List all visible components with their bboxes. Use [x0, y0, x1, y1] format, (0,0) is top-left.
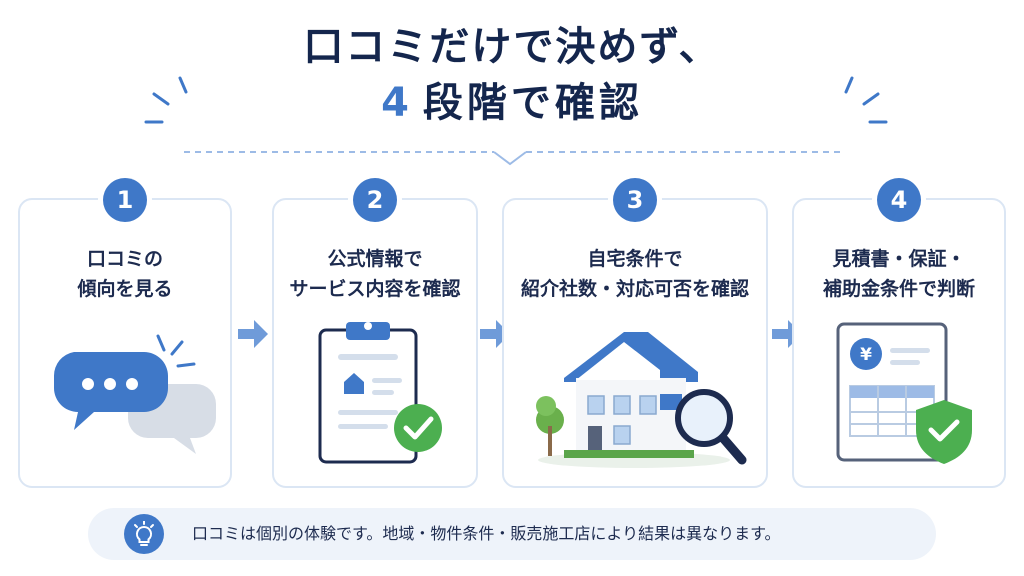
step-card-3: 自宅条件で 紹介社数・対応可否を確認	[502, 198, 768, 488]
step-2-badge: 2	[353, 178, 397, 222]
step-card-1: 口コミの 傾向を見る	[18, 198, 232, 488]
clipboard-check-icon	[318, 322, 442, 464]
burst-lines-right-icon	[844, 76, 888, 124]
disclaimer-text: 口コミは個別の体験です。地域・物件条件・販売施工店により結果は異なります。	[192, 524, 781, 543]
step-2-title-line-2: サービス内容を確認	[289, 278, 461, 301]
step-4-title-line-1: 見積書・保証・	[832, 248, 966, 270]
step-1-title: 口コミの 傾向を見る	[20, 244, 230, 305]
step-1-badge: 1	[103, 178, 147, 222]
step-4-title: 見積書・保証・ 補助金条件で判断	[794, 244, 1004, 305]
arrow-right-icon	[238, 320, 268, 348]
lightbulb-icon-container	[124, 514, 164, 554]
step-3-title-line-1: 自宅条件で	[587, 248, 683, 270]
step-4-badge: 4	[877, 178, 921, 222]
burst-lines-left-icon	[144, 76, 188, 124]
step-1-title-line-2: 傾向を見る	[77, 278, 173, 301]
lightbulb-icon	[134, 521, 154, 546]
step-4-title-line-2: 補助金条件で判断	[822, 278, 975, 301]
title-divider	[184, 151, 844, 166]
svg-text:¥: ¥	[860, 345, 872, 365]
step-2-title: 公式情報で サービス内容を確認	[274, 244, 476, 305]
house-magnifier-icon	[536, 332, 747, 468]
step-3-title: 自宅条件で 紹介社数・対応可否を確認	[504, 244, 766, 305]
step-card-2: 公式情報で サービス内容を確認	[272, 198, 478, 488]
title-line-2-text: 段階で確認	[422, 80, 643, 126]
chat-bubbles-icon	[53, 334, 216, 454]
title-line-1: 口コミだけで決めず、	[303, 24, 721, 70]
title-step-count: 4	[381, 80, 413, 126]
step-card-4: 見積書・保証・ 補助金条件で判断 ¥	[792, 198, 1006, 488]
estimate-shield-icon: ¥	[836, 322, 972, 464]
step-3-title-line-2: 紹介社数・対応可否を確認	[520, 278, 749, 301]
step-2-title-line-1: 公式情報で	[327, 248, 423, 270]
step-1-title-line-1: 口コミの	[86, 248, 163, 270]
disclaimer-note: 口コミは個別の体験です。地域・物件条件・販売施工店により結果は異なります。	[88, 508, 936, 560]
step-3-badge: 3	[613, 178, 657, 222]
